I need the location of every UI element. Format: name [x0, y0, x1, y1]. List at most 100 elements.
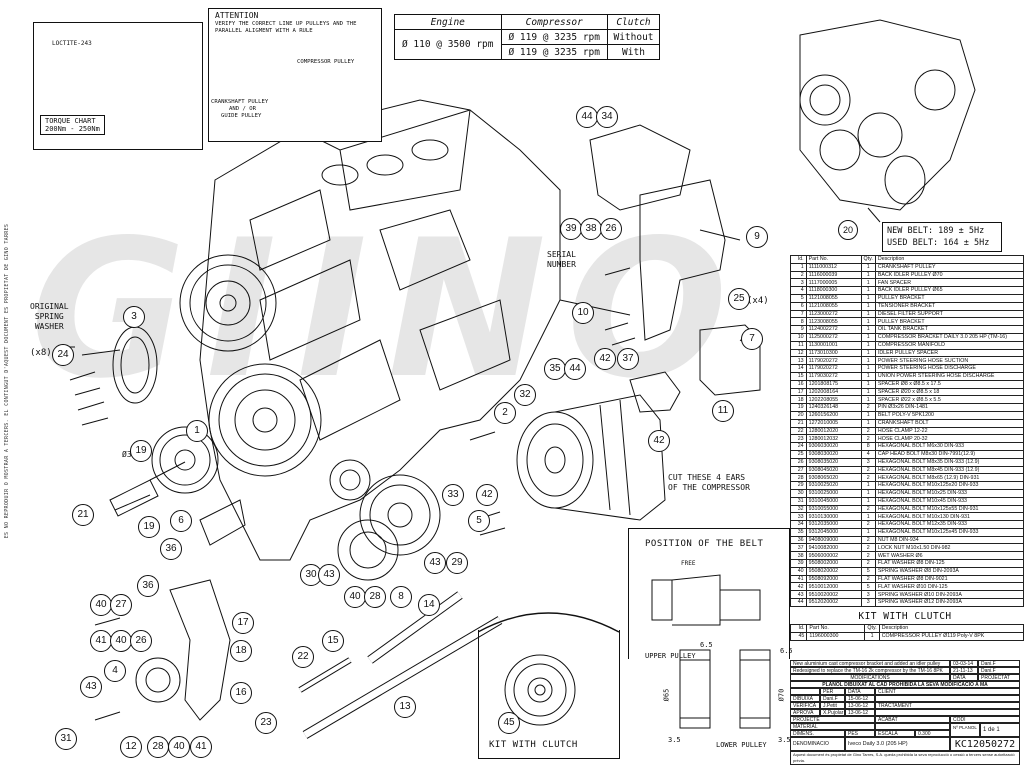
- part-id: 34: [790, 520, 807, 529]
- parts-header-qty: Qty.: [860, 255, 876, 264]
- compressor-unit: [516, 394, 666, 521]
- callout-bubble: 17: [232, 612, 254, 634]
- part-qty: 8: [860, 442, 876, 451]
- dim-upper-width: 6.5: [700, 641, 713, 649]
- callout-bubble: 2: [494, 402, 516, 424]
- tractament-label: TRACTAMENT: [875, 702, 1020, 709]
- callout-bubble: 43: [80, 676, 102, 698]
- part-number: 9310055000: [805, 504, 862, 514]
- spec-header-clutch: Clutch: [607, 14, 660, 30]
- spec-clutch-value: Without: [607, 29, 660, 45]
- callout-bubble: 39: [560, 218, 582, 240]
- part-number: 1121008055: [805, 293, 862, 303]
- dim-upper-offset: 3.5: [668, 736, 681, 744]
- drawing-number: KC12050272: [950, 737, 1020, 751]
- part-description: CAP HEAD BOLT M8x30 DIN-7991(12.9): [874, 449, 1024, 459]
- part-qty: 2: [860, 535, 876, 545]
- part-qty: 1: [860, 387, 876, 397]
- callout-bubble: 8: [390, 586, 412, 608]
- part-description: FLAT WASHER Ø8 DIN-9021: [874, 574, 1024, 584]
- callout-bubble: 41: [190, 736, 212, 758]
- part-qty: 1: [860, 364, 876, 373]
- callout-bubble: 32: [514, 384, 536, 406]
- callout-bubble: 16: [230, 682, 252, 704]
- part-id: 5: [790, 293, 807, 303]
- callout-bubble: 19: [138, 516, 160, 538]
- aprova-per: X.Pujolar: [820, 709, 845, 716]
- sheet-number: 1 de 1: [980, 723, 1020, 737]
- part-qty: 1: [860, 395, 876, 405]
- callout-bubble: 4: [104, 660, 126, 682]
- parts-header-row: Id. Part No. Qty. Description: [790, 255, 1024, 264]
- part-id: 44: [790, 598, 807, 607]
- callout-bubble: 36: [137, 575, 159, 597]
- parts-header-id: Id.: [790, 255, 807, 264]
- part-id: 15: [790, 371, 807, 381]
- part-description: PULLEY BRACKET: [874, 293, 1024, 303]
- part-id: 42: [790, 582, 807, 592]
- kit-frame-arc: [478, 612, 620, 633]
- part-description: HEXAGONAL BOLT M8x35 DIN-933 (12.9): [874, 457, 1024, 467]
- spec-header-compressor: Compressor: [500, 14, 608, 30]
- callout-bubble: 10: [572, 302, 594, 324]
- crank-label-line3: GUIDE PULLEY: [221, 113, 262, 119]
- verifica-label: VERIFICA: [790, 702, 820, 709]
- part-description: HOSE CLAMP 12-22: [874, 426, 1024, 436]
- qty-x8-label: (x8): [30, 348, 52, 358]
- part-qty: 2: [860, 504, 876, 514]
- callout-bubble: 35: [544, 358, 566, 380]
- acabat-label: ACABAT: [875, 716, 950, 723]
- part-number: 1125000272: [805, 332, 862, 342]
- belt-position-illustration: [651, 574, 771, 729]
- part-number: 1202008164: [805, 387, 862, 397]
- planol-no-label: Nº PLANOL: [950, 723, 980, 737]
- part-qty: 5: [860, 582, 876, 592]
- part-qty: 3: [860, 590, 876, 600]
- client-header: CLIENT: [875, 688, 1020, 695]
- part-description: PULLEY BRACKET: [874, 317, 1024, 327]
- part-description: BACK IDLER PULLEY Ø70: [874, 270, 1024, 280]
- part-id: 41: [790, 574, 807, 584]
- part-number: 9308030020: [805, 449, 862, 459]
- part-number: 9510020002: [805, 590, 862, 600]
- title-block: New aluminium cast compressor bracket an…: [790, 660, 1020, 766]
- callout-bubble: 40: [90, 594, 112, 616]
- part-description: HEXAGONAL BOLT M6x30 DIN-933: [874, 442, 1024, 451]
- kit-header-row: Id. Part No. Qty. Description: [789, 624, 1024, 633]
- part-id: 16: [790, 379, 807, 389]
- position-of-belt-title: POSITION OF THE BELT: [645, 539, 764, 549]
- spec-engine-value: Ø 110 @ 3500 rpm: [394, 29, 502, 60]
- part-id: 33: [790, 512, 807, 522]
- diesel-filter-support: [699, 324, 761, 396]
- kit-header-part: Part No.: [806, 624, 866, 633]
- part-number: 9506000002: [805, 551, 862, 561]
- crank-label-line1: CRANKSHAFT PULLEY: [211, 99, 269, 105]
- part-number: 1240326148: [805, 403, 862, 412]
- part-qty: 1: [860, 418, 876, 428]
- part-description: SPACER Ø20 x Ø8.5 x 18: [874, 387, 1024, 397]
- dim-upper-diameter: Ø65: [662, 688, 671, 702]
- callout-bubble: 9: [746, 226, 768, 248]
- data-header: DATA: [845, 688, 875, 695]
- callout-bubble: 45: [498, 712, 520, 734]
- attention-text-2: PARALLEL ALIGMENT WITH A RULE: [215, 28, 313, 34]
- part-description: SPACER Ø22 x Ø8.5 x 5.5: [874, 395, 1024, 405]
- crankshaft-pulley-label: CRANKSHAFT PULLEY AND / OR GUIDE PULLEY: [211, 99, 268, 120]
- tractament-value: [875, 709, 1020, 716]
- part-qty: 1: [860, 356, 876, 366]
- blank-cell: [790, 688, 820, 695]
